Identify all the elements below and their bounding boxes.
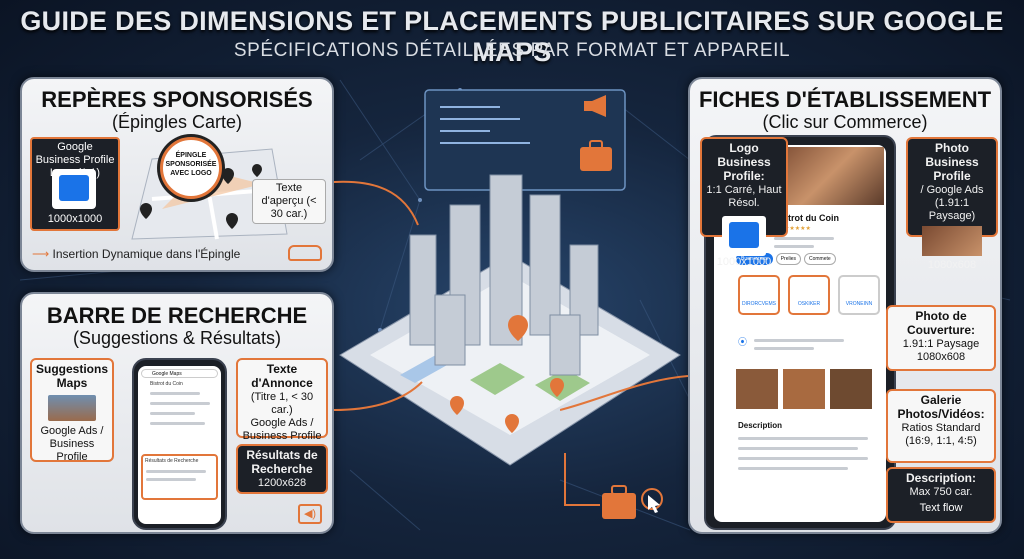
chip[interactable]: Buonvernns	[736, 253, 773, 265]
panel-subtitle: (Épingles Carte)	[111, 112, 243, 132]
search-bar-panel: BARRE DE RECHERCHE (Suggestions & Résult…	[20, 292, 334, 534]
preview-text-box: Texte d'aperçu (< 30 car.)	[252, 179, 326, 224]
description-box: Description: Max 750 car. Text flow	[886, 467, 996, 523]
suggestions-sub: Google Ads / Business Profile	[40, 425, 104, 463]
city-illustration	[339, 89, 681, 519]
ad-text-box: Texte d'Annonce (Titre 1, < 30 car.) Goo…	[236, 358, 328, 442]
phone-mockup: Google Maps Bistrot du Coin Résultats de…	[132, 358, 227, 530]
panel-subtitle: (Clic sur Commerce)	[762, 112, 928, 132]
logo-profile-sub: 1:1 Carré, Haut Résol.	[706, 184, 782, 209]
pin-label: ÉPINGLE SPONSORISÉE AVEC LOGO	[165, 152, 217, 177]
gallery-title: Galerie Photos/Vidéos:	[897, 393, 985, 421]
megaphone-icon: ◀)	[298, 504, 322, 524]
map-pin-icon	[450, 315, 564, 433]
action-button[interactable]: VRONEINN	[838, 275, 880, 315]
logo-profile-box: Logo Business Profile: 1:1 Carré, Haut R…	[700, 137, 788, 268]
photo-profile-sub: / Google Ads	[920, 184, 984, 196]
briefcase-icon	[602, 485, 636, 519]
phone-item: Bistrot du Coin	[150, 381, 183, 387]
google-business-icon	[722, 216, 766, 256]
suggestions-box: Suggestions Maps Google Ads / Business P…	[30, 358, 114, 463]
gallery	[736, 369, 872, 409]
gallery-box: Galerie Photos/Vidéos: Ratios Standard (…	[886, 389, 996, 463]
sponsored-pins-panel: REPÈRES SPONSORISÉS (Épingles Carte) ÉPI…	[20, 77, 334, 272]
logo-profile-size: 1000x1000	[716, 256, 772, 268]
action-row: DIRORCVEMS OSKIKER VRONEINN	[738, 275, 880, 315]
ad-text-sub: (Titre 1, < 30 car.)	[250, 391, 314, 416]
action-button[interactable]: OSKIKER	[788, 275, 830, 315]
desc-title: Description:	[905, 471, 976, 485]
panel-title: BARRE DE RECHERCHE	[46, 303, 308, 328]
chip[interactable]: Prelies	[775, 253, 801, 265]
cover-photo-box: Photo de Couverture: 1.91:1 Paysage 1080…	[886, 305, 996, 371]
dashboard-screen	[424, 89, 626, 191]
megaphone-icon	[584, 95, 606, 117]
business-listings-panel: FICHES D'ÉTABLISSEMENT (Clic sur Commerc…	[688, 77, 1002, 534]
suggestions-title: Suggestions Maps	[35, 362, 108, 390]
chip-row: Buonvernns Prelies Commete	[736, 253, 836, 265]
location-icon: ⦿	[738, 337, 748, 347]
gallery-ratios: (16:9, 1:1, 4:5)	[905, 435, 977, 447]
photo-thumbnail	[922, 226, 982, 256]
briefcase-icon	[580, 140, 612, 171]
action-button[interactable]: DIRORCVEMS	[738, 275, 780, 315]
cover-ratio: 1.91:1 Paysage	[902, 338, 980, 350]
phone-results-card: Résultats de Recherche	[141, 454, 218, 500]
logo-spec-box: Google Business Profile Logo (1:1) 1000x…	[30, 137, 120, 231]
text-flow: Text flow	[919, 502, 963, 514]
logo-size: 1000x1000	[47, 213, 103, 225]
photo-profile-title: Photo Business Profile	[925, 141, 979, 183]
google-business-icon	[52, 169, 96, 209]
phone-search-bar: Google Maps	[141, 369, 218, 378]
results-size: 1200x628	[257, 477, 307, 489]
panel-title: FICHES D'ÉTABLISSEMENT	[698, 87, 992, 112]
search-results-box: Résultats de Recherche 1200x628	[236, 444, 328, 494]
logo-profile-title: Logo Business Profile:	[717, 141, 771, 183]
results-title: Résultats de Recherche	[246, 448, 318, 476]
rating: 4.5 ★★★★★	[774, 226, 811, 232]
car-icon	[288, 245, 322, 261]
cursor-icon	[641, 488, 663, 513]
photo-profile-size: 1080x608	[927, 259, 977, 271]
photo-profile-ratio: (1.91:1 Paysage)	[928, 197, 976, 222]
page-title: GUIDE DES DIMENSIONS ET PLACEMENTS PUBLI…	[20, 6, 1004, 67]
photo-profile-box: Photo Business Profile / Google Ads (1.9…	[906, 137, 998, 271]
page-subtitle: SPÉCIFICATIONS DÉTAILLÉES PAR FORMAT ET …	[233, 40, 791, 61]
connector-arrow	[560, 375, 689, 411]
description-label: Description	[738, 421, 783, 430]
suggestion-photo	[48, 395, 96, 421]
ad-text-title: Texte d'Annonce	[251, 362, 313, 390]
cover-size: 1080x608	[916, 351, 966, 363]
connector-arrow	[334, 381, 423, 411]
gallery-sub: Ratios Standard	[901, 422, 981, 434]
cover-photo	[774, 147, 884, 205]
cover-title: Photo de Couverture:	[906, 309, 975, 337]
business-name: Bistrot du Coin	[774, 213, 839, 223]
desc-sub: Max 750 car.	[909, 486, 973, 498]
connector-arrow	[334, 180, 419, 226]
ad-text-sub2: Google Ads / Business Profile	[242, 417, 322, 442]
chip[interactable]: Commete	[803, 253, 836, 265]
sponsored-pin	[160, 137, 222, 199]
panel-subtitle: (Suggestions & Résultats)	[72, 328, 282, 348]
panel-title: REPÈRES SPONSORISÉS	[41, 87, 313, 112]
insertion-label: ⟶ Insertion Dynamique dans l'Épingle	[32, 247, 241, 261]
